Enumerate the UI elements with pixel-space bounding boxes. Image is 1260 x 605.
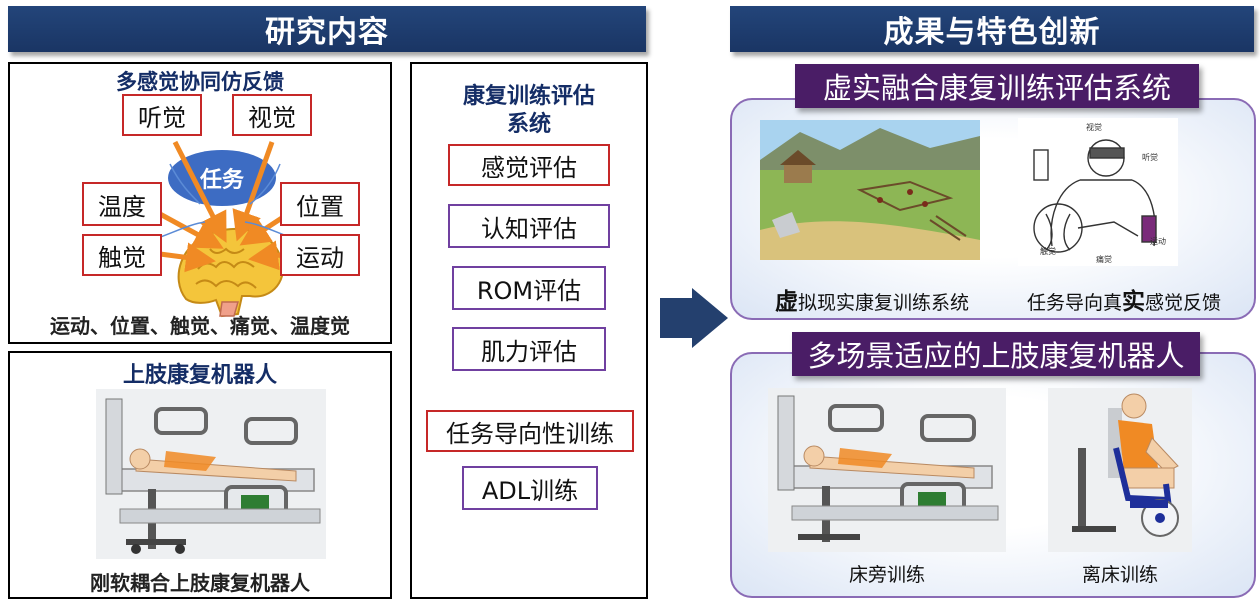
real-caption-em: 实: [1122, 289, 1145, 315]
evaluation-item-adl: ADL训练: [462, 466, 598, 510]
vr-system-banner: 虚实融合康复训练评估系统: [795, 64, 1199, 108]
bedside-caption: 床旁训练: [848, 564, 925, 586]
real-caption-pre: 任务导向真: [1026, 292, 1122, 314]
vr-caption-rest: 拟现实康复训练系统: [797, 292, 969, 314]
feedback-sketch-image: 视觉 听觉 触觉 痛觉 运动: [1018, 118, 1178, 266]
sketch-label-motion: 运动: [1150, 236, 1166, 246]
real-caption-post: 感觉反馈: [1145, 292, 1222, 314]
robot-bed-illustration: [96, 389, 326, 559]
evaluation-title-line2: 系统: [506, 112, 551, 137]
evaluation-item-task-training: 任务导向性训练: [426, 410, 634, 452]
left-section-banner: 研究内容: [8, 6, 646, 52]
evaluation-item-cognitive: 认知评估: [448, 204, 610, 248]
vision-label: 视觉: [232, 94, 312, 136]
vr-caption: 虚拟现实康复训练系统: [752, 282, 992, 316]
robot-title: 上肢康复机器人: [122, 363, 277, 388]
sketch-label-vision: 视觉: [1086, 122, 1102, 132]
evaluation-system-box: 康复训练评估 系统 感觉评估 认知评估 ROM评估 肌力评估 任务导向性训练 A…: [410, 62, 648, 599]
right-section-banner: 成果与特色创新: [730, 6, 1254, 52]
task-label: 任务: [199, 168, 244, 193]
multi-scene-banner: 多场景适应的上肢康复机器人: [792, 332, 1200, 376]
vr-caption-em: 虚: [774, 289, 798, 315]
feedback-caption: 运动、位置、触觉、痛觉、温度觉: [50, 314, 350, 338]
brain-diagram: [154, 140, 296, 318]
evaluation-item-rom: ROM评估: [452, 266, 606, 310]
off-bed-caption: 离床训练: [1081, 564, 1158, 586]
off-bed-robot-image: [1048, 388, 1192, 552]
evaluation-title-line1: 康复训练评估: [462, 84, 595, 109]
motion-label: 运动: [280, 234, 360, 276]
arrow-right-icon: [660, 288, 728, 348]
bedside-robot-image: [768, 388, 1006, 552]
position-label: 位置: [280, 182, 360, 226]
vr-scene-image: [760, 120, 980, 260]
sensory-feedback-box: 多感觉协同仿反馈 听觉 视觉 任务 温度: [8, 62, 392, 344]
temperature-label: 温度: [82, 182, 162, 226]
task-ellipse: [168, 150, 276, 206]
real-feedback-caption: 任务导向真实感觉反馈: [1008, 282, 1240, 316]
sketch-label-pain: 痛觉: [1096, 254, 1112, 264]
feedback-title: 多感觉协同仿反馈: [116, 70, 284, 94]
evaluation-item-muscle: 肌力评估: [452, 327, 606, 371]
touch-label: 触觉: [82, 234, 162, 276]
rehab-robot-box: 上肢康复机器人 刚软耦合上肢康复机器人: [8, 351, 392, 599]
sketch-label-hearing: 听觉: [1142, 152, 1158, 162]
sketch-label-touch: 触觉: [1040, 246, 1056, 256]
brain-icon: [177, 228, 284, 318]
hearing-label: 听觉: [122, 94, 202, 136]
evaluation-item-sensory: 感觉评估: [448, 144, 610, 186]
robot-caption: 刚软耦合上肢康复机器人: [90, 571, 310, 595]
